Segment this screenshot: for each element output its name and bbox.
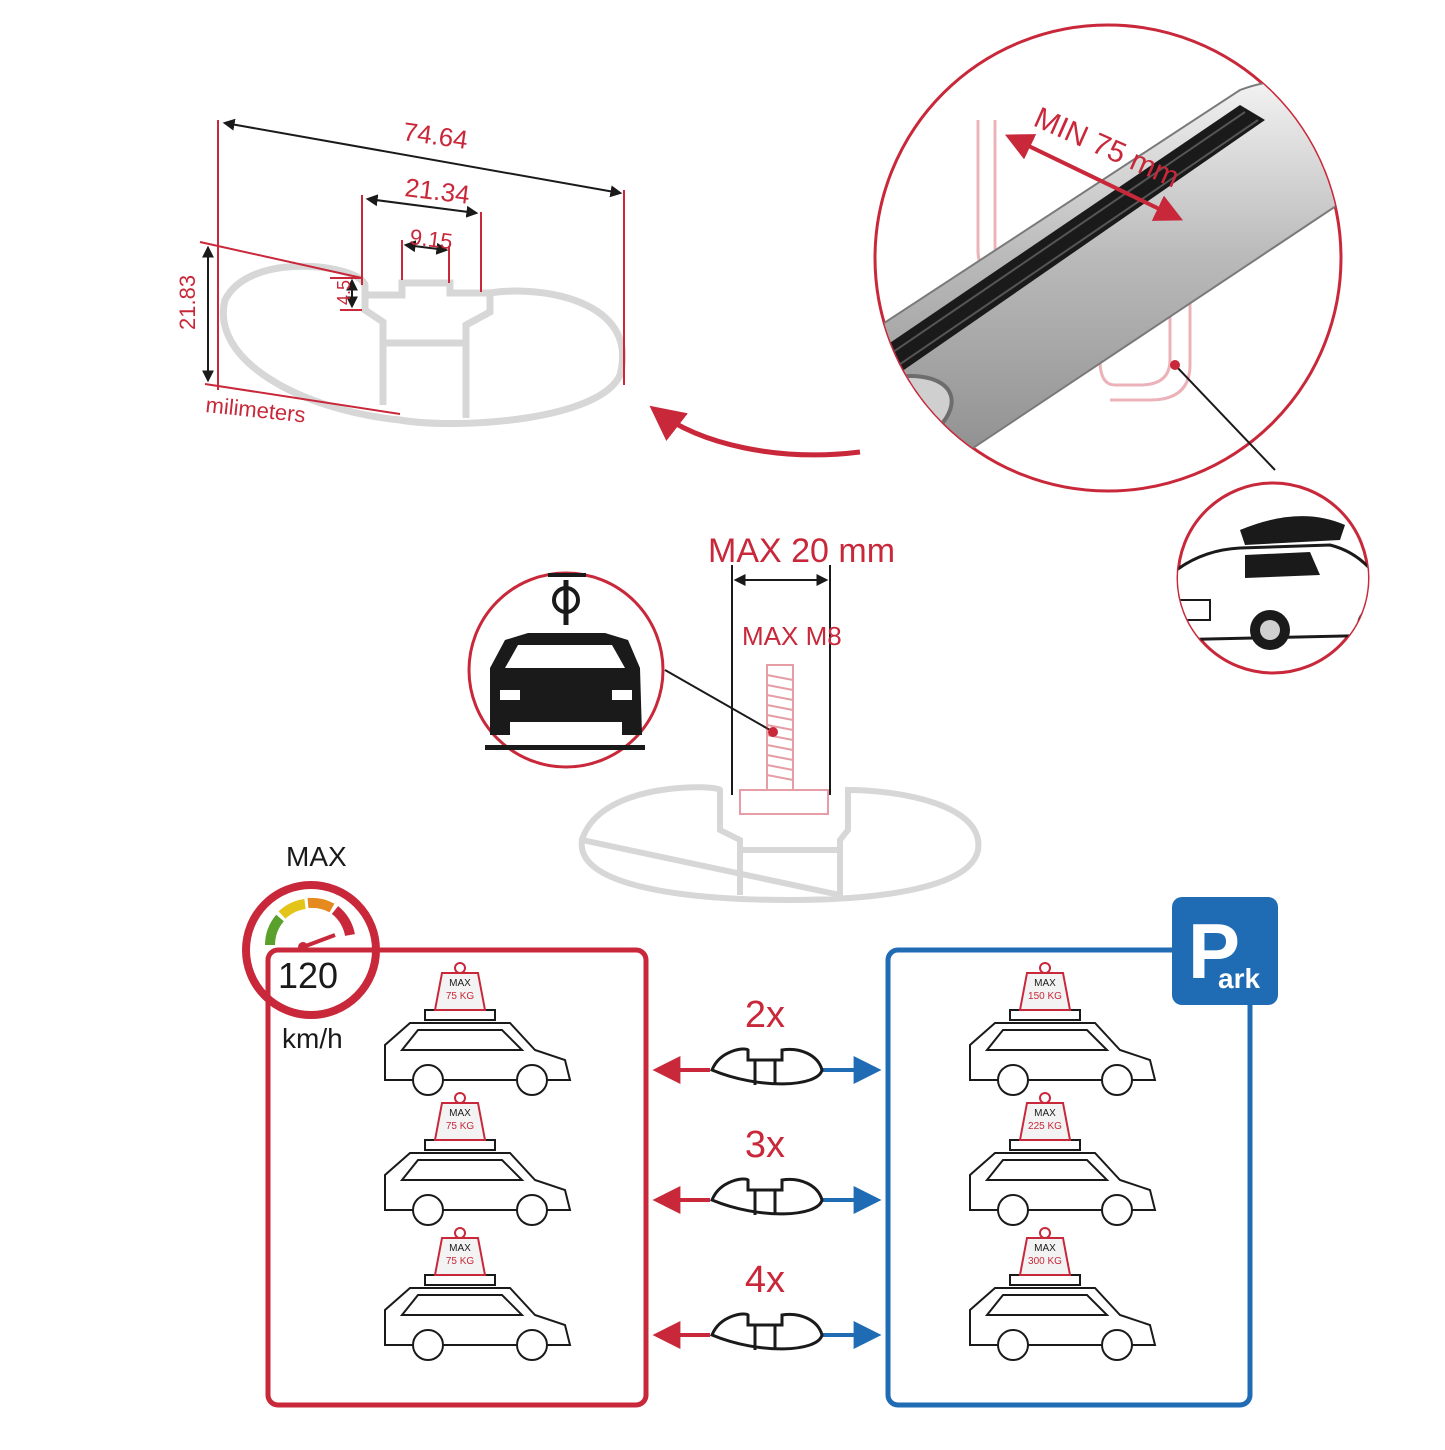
connector-line bbox=[664, 669, 771, 731]
max-width-label: MAX 20 mm bbox=[708, 532, 895, 570]
bar-count-label: 4x bbox=[745, 1259, 785, 1301]
dim-slot-inner-label: 9.15 bbox=[408, 224, 454, 254]
weight-kg-label: 75 KG bbox=[446, 1121, 475, 1132]
weight-max-label: MAX bbox=[1034, 1243, 1056, 1254]
weight-max-label: MAX bbox=[449, 978, 471, 989]
parked-car-icon: MAX 300 KG bbox=[969, 1227, 1157, 1361]
dim-slot-depth-label: 4.5 bbox=[334, 280, 354, 305]
weight-kg-label: 75 KG bbox=[446, 1256, 475, 1267]
weight-max-label: MAX bbox=[1034, 1108, 1056, 1119]
load-row: 3x bbox=[652, 1124, 882, 1216]
pointer-arrow bbox=[649, 405, 861, 458]
weight-max-label: MAX bbox=[449, 1243, 471, 1254]
dimension-lines bbox=[199, 118, 625, 415]
dim-width-label: 74.64 bbox=[401, 116, 470, 155]
bar-profile-icon bbox=[710, 1312, 824, 1351]
bar-count-label: 2x bbox=[745, 994, 785, 1036]
driving-car-icon: MAX 75 KG bbox=[384, 1092, 572, 1226]
t-bolt-detail: MAX 20 mm MAX M8 bbox=[578, 532, 982, 904]
connector-line bbox=[1174, 364, 1276, 471]
bar-profile-icon bbox=[710, 1047, 824, 1086]
dim-height-label: 21.83 bbox=[175, 275, 200, 330]
parked-car-icon: MAX 225 KG bbox=[969, 1092, 1157, 1226]
parked-car-icon: MAX 150 KG bbox=[969, 962, 1157, 1096]
weight-max-label: MAX bbox=[449, 1108, 471, 1119]
weight-max-label: MAX bbox=[1034, 978, 1056, 989]
weight-kg-label: 75 KG bbox=[446, 991, 475, 1002]
weight-kg-label: 225 KG bbox=[1028, 1121, 1062, 1132]
bar-count-label: 3x bbox=[745, 1124, 785, 1166]
driving-car-icon: MAX 75 KG bbox=[384, 1227, 572, 1361]
parking-sign-icon: P ark bbox=[1172, 897, 1278, 1005]
driving-load-panel bbox=[265, 947, 649, 1408]
driving-car-icon: MAX 75 KG bbox=[384, 962, 572, 1096]
parked-load-panel bbox=[885, 947, 1253, 1408]
max-bolt-label: MAX M8 bbox=[742, 621, 842, 651]
parking-letter: P bbox=[1188, 907, 1240, 995]
bar-closeup: MIN 75 mm bbox=[873, 23, 1343, 493]
speed-value: 120 bbox=[278, 955, 338, 996]
parking-suffix: ark bbox=[1218, 963, 1260, 994]
dimension-labels: 74.64 21.34 9.15 4.5 21.83 milimeters bbox=[175, 116, 472, 427]
load-row: 4x bbox=[652, 1259, 882, 1351]
car-with-bike-icon bbox=[467, 571, 665, 769]
speed-unit: km/h bbox=[282, 1023, 343, 1054]
suv-with-roof-box-icon bbox=[1176, 481, 1370, 675]
weight-kg-label: 150 KG bbox=[1028, 991, 1062, 1002]
speed-max-label: MAX bbox=[286, 841, 347, 872]
load-row: 2x bbox=[652, 994, 882, 1086]
weight-kg-label: 300 KG bbox=[1028, 1256, 1062, 1267]
bar-profile-icon bbox=[710, 1177, 824, 1216]
